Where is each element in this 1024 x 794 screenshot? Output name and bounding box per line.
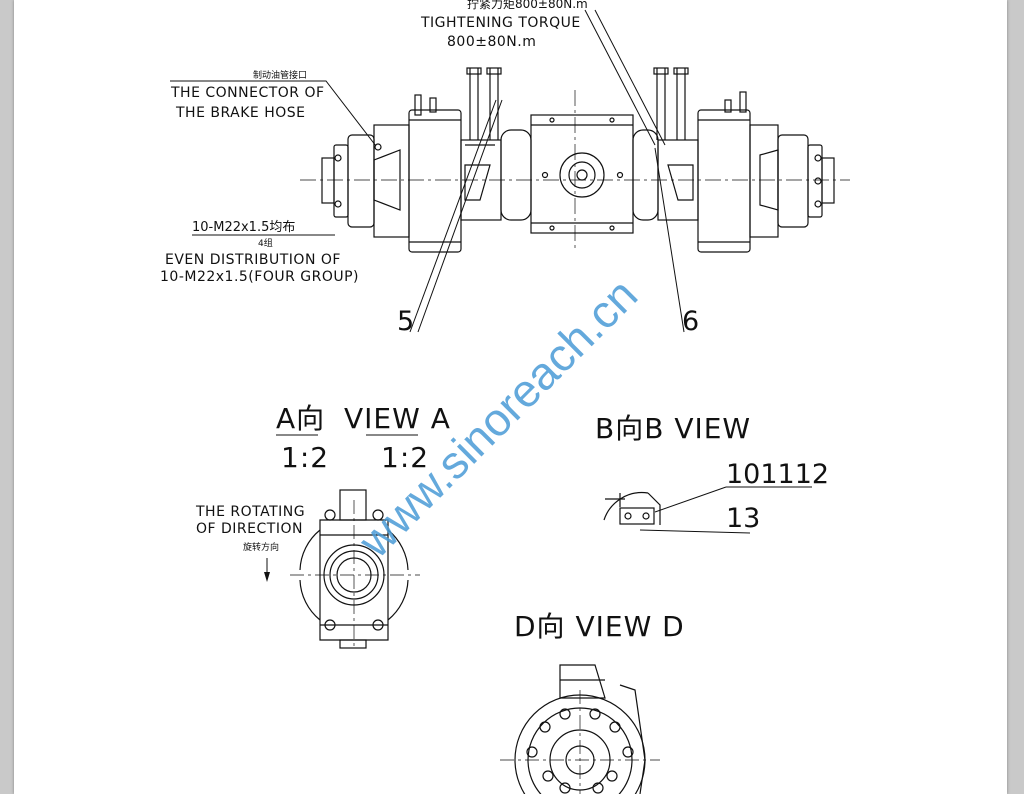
bolt-annotation: 10-M22x1.5均布 4组 EVEN DISTRIBUTION OF 10-… (160, 220, 359, 285)
bolt-spec: 10-M22x1.5均布 (192, 220, 295, 235)
torque-annotation: 拧紧力矩800±80N.m TIGHTENING TORQUE 800±80N.… (420, 0, 666, 146)
view-a-title: A向 VIEW A 1:2 1:2 (276, 402, 451, 474)
view-d-title: D向 VIEW D (514, 610, 685, 643)
callout-6-label: 6 (682, 306, 699, 337)
bolt-groups-cn: 4组 (258, 237, 273, 249)
callout-5: 5 (397, 99, 503, 337)
view-a-drawing (290, 489, 420, 650)
axle-drawing: 拧紧力矩800±80N.m TIGHTENING TORQUE 800±80N.… (160, 0, 850, 794)
view-a-title-right: VIEW A (344, 402, 451, 435)
torque-en-label: TIGHTENING TORQUE (420, 15, 581, 31)
callout-10-12-label: 101112 (726, 459, 829, 490)
right-scrollbar-area[interactable] (1007, 0, 1024, 794)
rotation-cn: 旋转方向 (243, 541, 279, 553)
brake-hose-annotation: 制动油管接口 THE CONNECTOR OF THE BRAKE HOSE (170, 69, 377, 147)
bolt-en-line2: 10-M22x1.5(FOUR GROUP) (160, 269, 359, 285)
torque-cn-label: 拧紧力矩800±80N.m (467, 0, 588, 11)
torque-value: 800±80N.m (447, 34, 536, 50)
callout-6: 6 (654, 147, 699, 337)
view-a-title-left: A向 (276, 402, 325, 435)
rotation-en-line1: THE ROTATING (195, 504, 305, 520)
brake-hose-cn-label: 制动油管接口 (253, 69, 307, 81)
left-gutter (0, 0, 14, 794)
callout-13-label: 13 (726, 503, 760, 534)
rotation-en-line2: OF DIRECTION (196, 521, 303, 537)
view-d: D向 VIEW D (500, 610, 685, 794)
view-a-scale-left: 1:2 (281, 441, 329, 474)
view-b-title: B向B VIEW (595, 412, 751, 445)
bolt-en-line1: EVEN DISTRIBUTION OF (165, 252, 341, 268)
view-a-scale-right: 1:2 (381, 441, 429, 474)
brake-hose-en-line2: THE BRAKE HOSE (175, 105, 305, 121)
axle-assembly (300, 67, 850, 253)
rotation-note: THE ROTATING OF DIRECTION 旋转方向 (195, 504, 305, 582)
drawing-sheet: 拧紧力矩800±80N.m TIGHTENING TORQUE 800±80N.… (14, 0, 1007, 794)
brake-hose-en-line1: THE CONNECTOR OF (170, 85, 325, 101)
callout-5-label: 5 (397, 306, 414, 337)
view-b: B向B VIEW 101112 13 (595, 412, 829, 534)
